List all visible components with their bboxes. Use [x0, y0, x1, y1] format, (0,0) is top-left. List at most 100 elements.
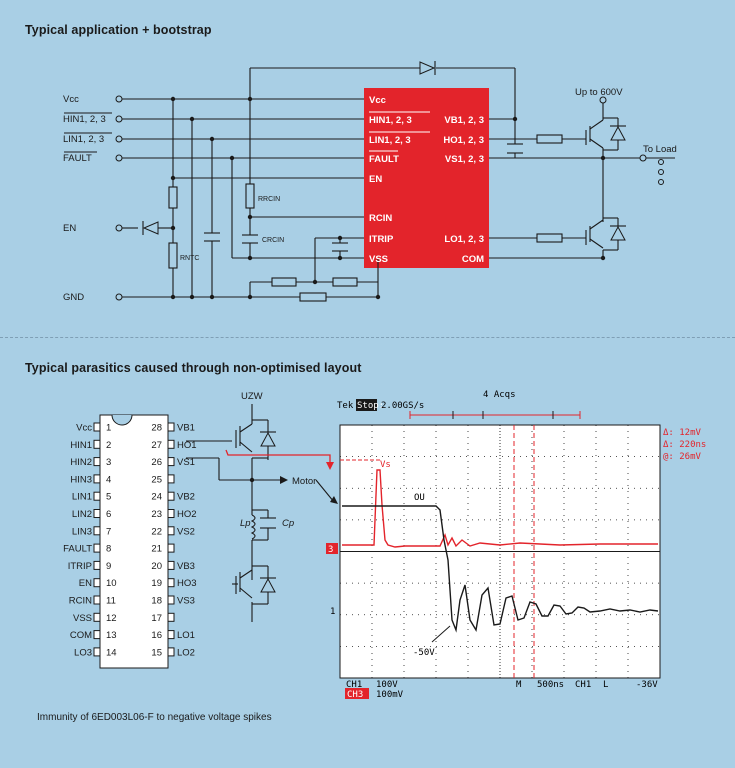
scope-trig-ch: CH1 — [575, 680, 591, 690]
pin-right-15 — [167, 647, 175, 657]
pin-label-right-26: VS1 — [177, 457, 195, 468]
pin-right-18 — [167, 595, 175, 605]
pin-left-2 — [93, 439, 101, 449]
scope-timebase: 500ns — [537, 680, 564, 690]
pin-right-25 — [167, 474, 175, 484]
ic-pin-ho: HO1, 2, 3 — [443, 135, 484, 146]
probe-black-arrow — [330, 496, 338, 504]
motor-arrow — [280, 476, 288, 484]
pin-right-16 — [167, 630, 175, 640]
pin-number-left-9: 9 — [106, 561, 111, 572]
pin-label-right-22: VS2 — [177, 526, 195, 537]
pin-label-right-19: HO3 — [177, 578, 197, 589]
pin-label-right-15: LO2 — [177, 647, 195, 658]
pin-label-left-4: HIN3 — [70, 474, 92, 485]
label-lp: Lp — [240, 518, 251, 529]
pin-number-right-19: 19 — [151, 578, 162, 589]
pin-right-28 — [167, 422, 175, 432]
scope-ch1-scale: 100V — [376, 680, 398, 690]
ic-pin-lin: LIN1, 2, 3 — [369, 135, 411, 146]
minus50-arrow — [431, 625, 451, 643]
pin-left-8 — [93, 543, 101, 553]
scope-trig-slope: L — [603, 680, 608, 690]
pin-label-right-20: VB3 — [177, 561, 195, 572]
pin-label-left-6: LIN2 — [72, 509, 92, 520]
pin-number-left-8: 8 — [106, 544, 111, 555]
scope-marker3-bg — [326, 543, 338, 554]
pin-left-12 — [93, 612, 101, 622]
pin-right-20 — [167, 560, 175, 570]
pin-label-left-2: HIN1 — [70, 440, 92, 451]
pin-number-left-12: 12 — [106, 613, 117, 624]
probe-vs-red-line — [225, 449, 331, 464]
capacitors — [204, 143, 523, 252]
scope-ch3-badge — [345, 688, 369, 699]
bottom-section-title: Typical parasitics caused through non-op… — [25, 361, 362, 375]
trace-ou-black — [342, 505, 659, 633]
parasitic-inductor — [250, 514, 256, 540]
ic-pin-en: EN — [369, 174, 382, 185]
scope-ch3-scale: 100mV — [376, 690, 404, 700]
pin-number-right-20: 20 — [151, 561, 162, 572]
igbt-transistors — [585, 119, 604, 249]
pin-label-left-14: LO3 — [74, 647, 92, 658]
scope-delta1: Δ: 12mV — [663, 428, 702, 438]
label-vcc: Vcc — [63, 94, 79, 105]
label-en: EN — [63, 223, 76, 234]
scope-grid — [340, 425, 660, 678]
pin-number-left-10: 10 — [106, 578, 117, 589]
pin-left-7 — [93, 526, 101, 536]
pin-number-right-15: 15 — [151, 647, 162, 658]
pin-right-17 — [167, 612, 175, 622]
pin-number-right-18: 18 — [151, 596, 162, 607]
pin-label-left-13: COM — [70, 630, 92, 641]
load-terminal-4 — [658, 179, 664, 185]
input-terminals — [115, 95, 123, 301]
label-rrcin: RRCIN — [258, 196, 280, 203]
pin-number-right-25: 25 — [151, 474, 162, 485]
probe-red-arrow — [326, 462, 334, 470]
pin-label-left-7: LIN3 — [72, 526, 92, 537]
pin-label-left-12: VSS — [73, 613, 92, 624]
pin-label-left-3: HIN2 — [70, 457, 92, 468]
pin-number-left-13: 13 — [106, 630, 117, 641]
pin-label-left-11: RCIN — [69, 596, 92, 607]
pin-number-left-5: 5 — [106, 492, 111, 503]
pin-right-19 — [167, 578, 175, 588]
scope-marker3: 3 — [328, 545, 333, 555]
scope-stop-badge — [356, 399, 377, 411]
scope-trigger-bar — [409, 411, 581, 419]
pin-number-right-28: 28 — [151, 423, 162, 434]
pin-right-24 — [167, 491, 175, 501]
pin-left-6 — [93, 509, 101, 518]
pin-number-left-7: 7 — [106, 526, 111, 537]
scope-tek: Tek — [337, 401, 354, 411]
top-section-title: Typical application + bootstrap — [25, 23, 212, 37]
pin-number-right-24: 24 — [151, 492, 162, 503]
pin-number-left-2: 2 — [106, 440, 111, 451]
pin-number-right-27: 27 — [151, 440, 162, 451]
ic-pin-fault: FAULT — [369, 154, 399, 165]
ic-pin-vs: VS1, 2, 3 — [445, 154, 484, 165]
scope-trig-level: -36V — [636, 680, 658, 690]
driver-ic-block — [364, 88, 489, 268]
pin-left-9 — [93, 560, 101, 570]
ic-pin-rcin: RCIN — [369, 213, 392, 224]
pin-left-1 — [93, 422, 101, 432]
ic-package — [99, 414, 169, 669]
ic-pin-com: COM — [462, 254, 484, 265]
pin-left-13 — [93, 630, 101, 640]
pin-label-right-23: HO2 — [177, 509, 197, 520]
label-uzw: UZW — [241, 391, 263, 402]
pin-left-11 — [93, 595, 101, 605]
ic-overbars — [369, 111, 430, 152]
junction-dots — [170, 96, 606, 300]
pin-left-5 — [93, 491, 101, 501]
pin-label-right-16: LO1 — [177, 630, 195, 641]
pin-number-right-21: 21 — [151, 544, 162, 555]
pin-label-left-10: EN — [79, 578, 92, 589]
label-rntc: RNTC — [180, 255, 199, 262]
